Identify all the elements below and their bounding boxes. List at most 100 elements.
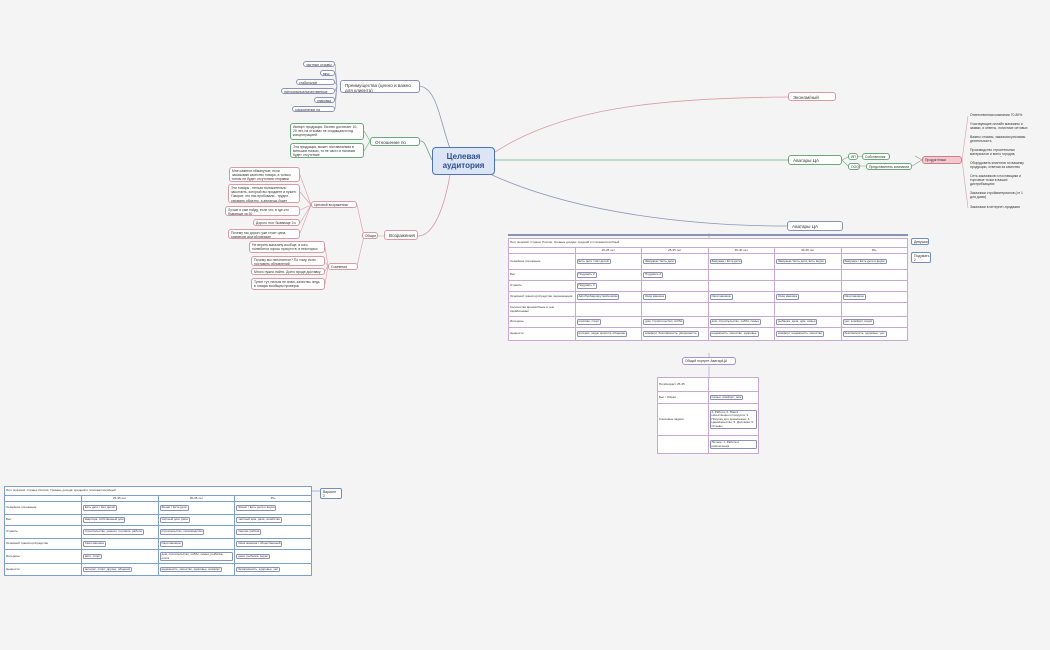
table-cell[interactable] [840,280,908,292]
cell-chip[interactable]: надежность, качество, здоровье, комфорт [159,566,223,573]
doubt-item[interactable]: Почему мы непонятное? По тому, если пост… [251,256,325,266]
cell-chip[interactable]: рыбалка, дача, дом, семья [776,319,818,325]
attitude-item[interactable]: Эта продукция, может поставляемая в мень… [290,143,364,158]
cell-chip[interactable]: комфорт, безопасность, уверенность [643,331,699,337]
table-cell[interactable]: строительство, ремонт, торговля, работа [80,525,159,539]
cell-chip[interactable]: Замужем / Есть дети [643,258,676,265]
objection-item[interactable]: Мне кажется обманутые, если заказываю ка… [229,167,300,182]
cell-chip[interactable]: строительство, ремонт, торговля, работа [82,529,144,535]
table-cell[interactable]: Семья, комфорт, дом [707,391,759,404]
cell-chip[interactable]: Замужем / Есть дети и внуки [842,258,887,265]
cell-chip[interactable]: частный дом, дача, хозяйство [236,517,282,523]
table-cell[interactable]: Своя машина / общественный [234,538,312,550]
cell-chip[interactable]: дом, строительство, хобби [643,319,685,325]
table-cell[interactable] [774,280,842,292]
root-node-target-audience[interactable]: Целевая аудитория [432,147,495,175]
table-cell[interactable]: комфорт, безопасность, уверенность [641,327,709,341]
table-cell[interactable]: Своя машина [840,291,908,303]
cell-chip[interactable]: Своя машина [82,541,106,547]
avatars-b2b-ip[interactable]: ИП [848,153,858,160]
cell-chip[interactable]: Подумать 3 [576,283,597,289]
cell-chip[interactable]: Женат / Есть дети [159,505,189,511]
doubt-item[interactable]: Тупое тут, нельзя не знаю, качество, вед… [251,278,325,290]
table-cell[interactable]: рыбалка, дача, дом, семья [774,316,842,328]
cell-chip[interactable]: дача, рыбалка, внуки [236,553,270,560]
table-cell[interactable]: интерес, спорт, друзья, общение [80,563,159,576]
avatars-b2b-node[interactable]: Аватары ЦА (юр.лицо) [788,155,842,165]
table-cell[interactable] [707,269,775,281]
table-cell[interactable]: комфорт, надежность, качество [774,327,842,341]
cell-chip[interactable]: частный дом, дача [159,517,190,523]
table-cell[interactable]: дача, рыбалка, внуки [234,549,312,564]
advantage-item[interactable]: вкус [320,70,335,76]
cell-chip[interactable]: Есть дети / Нет детей [82,505,117,511]
cell-chip[interactable]: Подумать 2 [643,272,664,278]
table-cell[interactable]: дом, строительство, хобби, семья [707,316,775,328]
variant2-label[interactable]: Вариант 2 [320,488,342,499]
objection-item[interactable]: Лучше я сам пойду, если что, в где-кто б… [225,206,300,216]
avatars-b2b-owner[interactable]: Собственник [862,153,890,160]
cell-chip[interactable]: дом, строительство, хобби, семья, рыбалк… [159,551,234,562]
cell-chip[interactable]: Своя машина [842,294,866,300]
table-cell[interactable]: интерес, мода, красота, общение [574,327,642,341]
table-cell[interactable]: шоппинг, спорт [574,316,642,328]
portrait-node[interactable]: Общий портрет Аватар/ЦА [682,357,736,365]
table-cell[interactable]: Своя машина [641,291,709,303]
objection-item[interactable]: Эти товары - нельзя положительно закончи… [228,184,300,203]
advantage-item[interactable]: натуральные/качественные фото [281,88,335,94]
table-cell[interactable]: Есть дети / Нет детей [80,501,159,515]
table-cell[interactable]: Замужем / Есть дети [641,253,709,270]
cell-chip[interactable]: надежность, качество, здоровье [709,331,759,337]
table-cell[interactable]: уют, комфорт, внуки [840,316,908,328]
table-cell[interactable]: Своя машина [774,291,842,303]
cell-chip[interactable]: Семья, комфорт, дом [709,394,744,401]
table-cell[interactable]: Замужем / Есть дети и внуки [840,253,908,270]
table-cell[interactable]: авто, спорт [80,549,159,564]
table-cell[interactable]: Подумать 2 [574,269,642,281]
table-cell[interactable]: Личное: 1. Работа и развлечения [707,435,759,454]
cell-chip[interactable]: 1. Работа; 2. Поиск качественного продук… [709,409,757,430]
doubt-item[interactable]: Не верить магазину-вообще, в кого, полюб… [249,241,325,253]
table-cell[interactable] [574,302,642,317]
advantage-item[interactable]: частные отзывы [303,61,335,67]
cell-chip[interactable]: Автобус/маршрутка/пешком [576,294,620,300]
cell-chip[interactable]: Своя машина [643,294,666,300]
b2c-note-think[interactable]: Подумать 2 [911,252,931,263]
table-cell[interactable] [840,269,908,281]
table-cell[interactable]: 1. Работа; 2. Поиск качественного продук… [707,403,759,436]
cell-chip[interactable]: Есть дети / Нет детей [576,258,611,265]
cell-chip[interactable]: Своя машина [776,294,799,300]
cell-chip[interactable]: комфорт, надежность, качество [776,331,824,337]
cell-chip[interactable]: строительство, производство [159,529,205,535]
avatars-b2c-node[interactable]: Аватары ЦА (физ.лицо) [787,221,843,231]
table-cell[interactable]: надежность, качество, здоровье, комфорт [157,563,236,576]
cell-chip[interactable]: Своя машина [709,294,733,300]
table-cell[interactable]: Замужем / Есть дети [707,253,775,270]
cell-chip[interactable]: дом, строительство, хобби, семья [709,319,761,325]
cell-chip[interactable]: Своя машина / общественный [236,541,283,547]
table-cell[interactable]: Своя машина [707,291,775,303]
table-cell[interactable]: Своя машина [157,538,236,550]
cell-chip[interactable]: Своя машина [159,541,183,547]
table-cell[interactable]: дом, строительство, хобби [641,316,709,328]
attitude-node[interactable]: Отношение по товару [370,137,420,146]
cell-chip[interactable]: интерес, мода, красота, общение [576,331,628,337]
table-cell[interactable]: Подумать 3 [574,280,642,292]
table-cell[interactable] [707,280,775,292]
table-cell[interactable]: Женат / Есть дети и внуки [234,501,312,515]
table-cell[interactable] [641,280,709,292]
advantages-node[interactable]: Преимущества (ценно и важно для клиента) [340,80,420,93]
avatars-b2b-ooo[interactable]: ООО [848,163,860,170]
cell-chip[interactable]: Подумать 2 [576,272,597,278]
cell-chip[interactable]: Замужем / Есть дети [709,258,743,265]
advantage-item[interactable]: стабильное выпечение [296,79,335,85]
cell-chip[interactable]: квартира, собственный дом [82,517,126,523]
attitude-item[interactable]: Импорт продукции. Бизнес достигает 10-20… [290,123,364,140]
cell-chip[interactable]: Замужем / Есть дети, Есть внуки [776,258,826,265]
table-cell[interactable]: безопасность, здоровье, уют [840,327,908,341]
objections-price[interactable]: Ценовой возражения/барьер [311,201,357,208]
cell-chip[interactable]: пенсия, работа [236,529,262,535]
cell-chip[interactable]: безопасность, здоровье, уют [842,331,887,337]
table-cell[interactable] [774,269,842,281]
